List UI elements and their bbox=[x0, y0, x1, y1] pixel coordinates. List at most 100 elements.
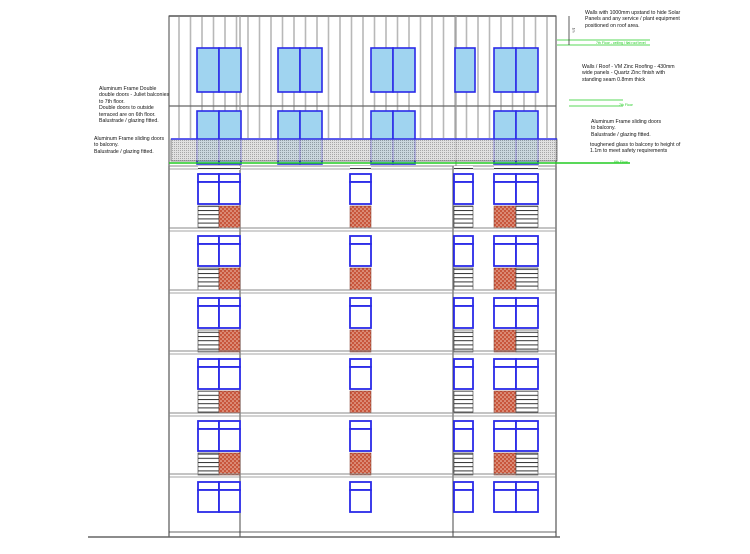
annotation-roof-walls: Walls with 1000mm upstand to hide Solar … bbox=[585, 10, 681, 29]
glass-pane bbox=[299, 47, 323, 93]
window-bay-a bbox=[197, 235, 241, 267]
window-casement bbox=[453, 428, 474, 452]
window-casement bbox=[218, 489, 241, 513]
window-transom bbox=[349, 481, 372, 491]
window-transom bbox=[453, 420, 474, 430]
window-bay-c bbox=[453, 235, 474, 267]
window-casement bbox=[218, 428, 241, 452]
glass-pane bbox=[277, 47, 301, 93]
window-bay-c bbox=[453, 358, 474, 390]
dimension-label: 1m bbox=[571, 27, 576, 33]
louvre-panel bbox=[515, 329, 539, 353]
window-bay-a bbox=[197, 173, 241, 205]
louvre-panel bbox=[515, 390, 539, 414]
window-bay-d bbox=[493, 297, 539, 329]
window-bay-b bbox=[349, 420, 372, 452]
window-transom bbox=[197, 481, 220, 491]
window-casement bbox=[493, 181, 517, 205]
louvre-panel bbox=[197, 452, 220, 476]
annotation-sliding-doors-left: Aluminum Frame sliding doors to balcony.… bbox=[94, 136, 165, 155]
window-transom bbox=[515, 481, 539, 491]
window-transom bbox=[453, 235, 474, 245]
brick-panel bbox=[218, 329, 241, 353]
window-transom bbox=[493, 481, 517, 491]
window-transom bbox=[515, 173, 539, 183]
window-casement bbox=[453, 181, 474, 205]
window-transom bbox=[197, 173, 220, 183]
window-bay-a bbox=[197, 358, 241, 390]
window-transom bbox=[218, 235, 241, 245]
window-transom bbox=[218, 420, 241, 430]
window-bay-c bbox=[453, 173, 474, 205]
brick-panel bbox=[218, 205, 241, 229]
window-transom bbox=[349, 235, 372, 245]
window-bay-b bbox=[349, 358, 372, 390]
window-bay-d bbox=[493, 173, 539, 205]
window-casement bbox=[453, 489, 474, 513]
louvre-panel bbox=[515, 205, 539, 229]
upper-window bbox=[493, 47, 539, 93]
window-transom bbox=[493, 297, 517, 307]
brick-panel bbox=[218, 390, 241, 414]
louvre-panel bbox=[453, 205, 474, 229]
window-transom bbox=[218, 173, 241, 183]
upper-window bbox=[196, 47, 242, 93]
building-facade bbox=[88, 15, 650, 538]
brick-panel bbox=[493, 452, 517, 476]
annotation-sliding-doors-right: Aluminum Frame sliding doors to balcony.… bbox=[591, 119, 662, 138]
window-casement bbox=[197, 428, 220, 452]
brick-panel bbox=[493, 390, 517, 414]
window-bay-a bbox=[197, 481, 241, 513]
brick-panel bbox=[493, 205, 517, 229]
louvre-panel bbox=[453, 267, 474, 291]
window-casement bbox=[218, 243, 241, 267]
louvre-panel bbox=[515, 267, 539, 291]
window-transom bbox=[453, 358, 474, 368]
window-bay-a bbox=[197, 420, 241, 452]
window-transom bbox=[453, 481, 474, 491]
louvre-strip bbox=[494, 166, 538, 170]
louvre-strip bbox=[454, 166, 473, 170]
louvre-strip bbox=[350, 166, 371, 170]
window-casement bbox=[197, 366, 220, 390]
window-transom bbox=[218, 297, 241, 307]
window-bay-a bbox=[197, 297, 241, 329]
window-transom bbox=[349, 420, 372, 430]
window-transom bbox=[493, 358, 517, 368]
window-transom bbox=[349, 173, 372, 183]
window-casement bbox=[493, 428, 517, 452]
window-casement bbox=[197, 243, 220, 267]
louvre-panel bbox=[197, 267, 220, 291]
window-bay-c bbox=[453, 420, 474, 452]
window-bay-b bbox=[349, 173, 372, 205]
brick-panel bbox=[349, 390, 372, 414]
window-casement bbox=[349, 489, 372, 513]
window-bay-b bbox=[349, 235, 372, 267]
louvre-panel bbox=[453, 452, 474, 476]
window-transom bbox=[218, 481, 241, 491]
window-casement bbox=[453, 366, 474, 390]
window-casement bbox=[349, 428, 372, 452]
window-casement bbox=[515, 181, 539, 205]
window-transom bbox=[515, 420, 539, 430]
window-casement bbox=[197, 489, 220, 513]
louvre-panel bbox=[515, 452, 539, 476]
window-bay-b bbox=[349, 481, 372, 513]
window-casement bbox=[349, 366, 372, 390]
window-bay-d bbox=[493, 481, 539, 513]
window-transom bbox=[197, 420, 220, 430]
upper-window bbox=[370, 47, 416, 93]
annotation-zinc-roofing: Walls / Roof - VM Zinc Roofing - 430mm w… bbox=[582, 64, 675, 83]
window-transom bbox=[515, 297, 539, 307]
window-transom bbox=[493, 173, 517, 183]
window-transom bbox=[515, 235, 539, 245]
window-casement bbox=[197, 181, 220, 205]
window-casement bbox=[493, 366, 517, 390]
window-casement bbox=[493, 489, 517, 513]
window-casement bbox=[493, 243, 517, 267]
window-casement bbox=[515, 428, 539, 452]
window-casement bbox=[493, 305, 517, 329]
window-transom bbox=[493, 420, 517, 430]
brick-panel bbox=[349, 452, 372, 476]
